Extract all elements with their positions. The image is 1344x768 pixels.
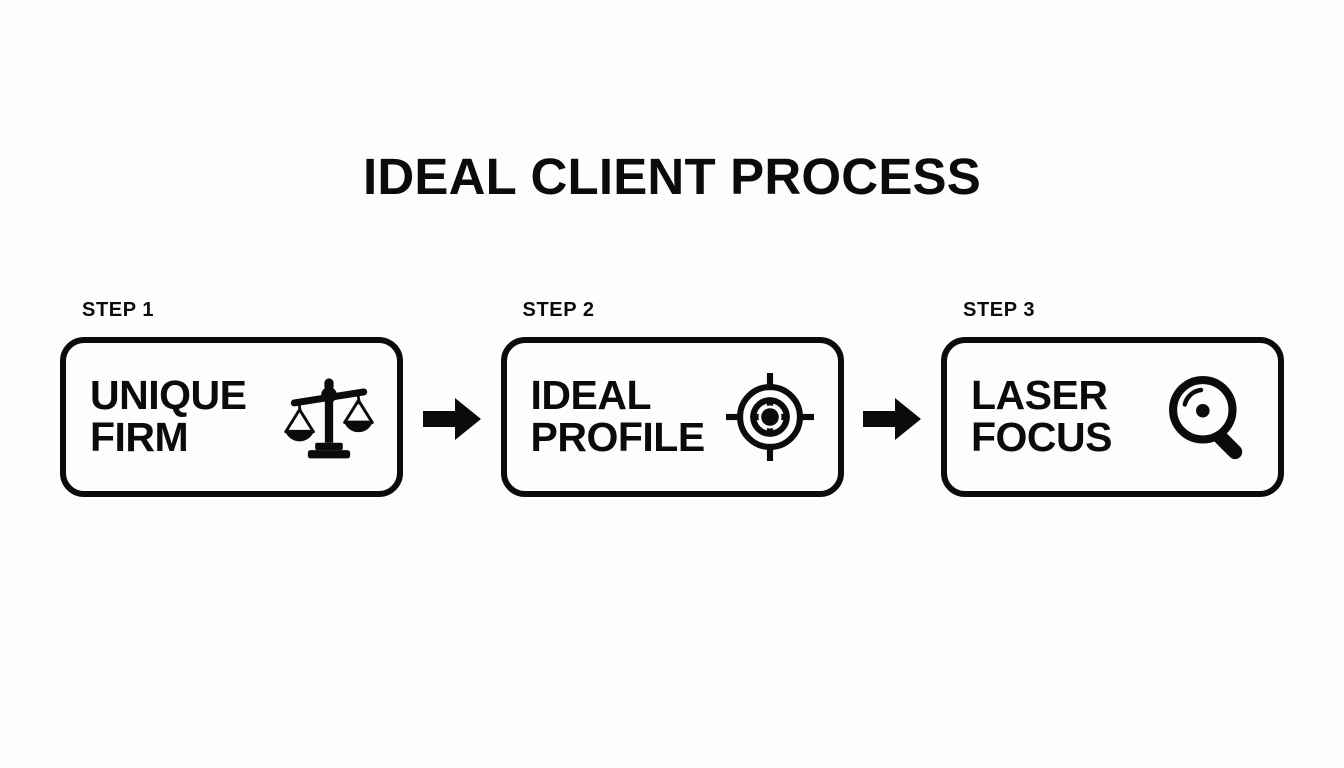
flow-connector-1 bbox=[415, 300, 489, 500]
magnifying-glass-icon bbox=[1164, 371, 1256, 463]
step-card-2-line1: IDEAL bbox=[530, 372, 652, 419]
process-step-2: STEP 2 IDEAL PROFILE bbox=[500, 299, 844, 500]
process-step-1: STEP 1 UNIQUE FIRM bbox=[60, 300, 403, 500]
step-card-3[interactable]: LASER FOCUS bbox=[941, 337, 1284, 497]
step-card-1-line1: UNIQUE bbox=[90, 372, 247, 419]
step-card-3-line1: LASER bbox=[971, 372, 1108, 419]
step-label-2: STEP 2 bbox=[522, 299, 595, 321]
page-title: IDEAL CLIENT PROCESS bbox=[363, 148, 981, 205]
step-card-3-line2: FOCUS bbox=[971, 414, 1113, 460]
step-card-3-text: LASER FOCUS bbox=[971, 372, 1113, 460]
step-card-2-text: IDEAL PROFILE bbox=[530, 372, 706, 460]
step-card-2-line2: PROFILE bbox=[530, 414, 706, 460]
crosshair-target-icon bbox=[724, 371, 816, 463]
step-card-1-line2: FIRM bbox=[90, 414, 189, 460]
step-label-1: STEP 1 bbox=[82, 299, 155, 321]
process-flow: STEP 1 UNIQUE FIRM bbox=[60, 300, 1284, 500]
step-card-2[interactable]: IDEAL PROFILE bbox=[500, 337, 844, 497]
arrow-right-icon bbox=[422, 397, 481, 440]
process-step-3: STEP 3 LASER FOCUS bbox=[941, 300, 1284, 500]
step-card-1[interactable]: UNIQUE FIRM bbox=[60, 337, 403, 497]
arrow-right-icon bbox=[863, 397, 922, 440]
step-card-1-text: UNIQUE FIRM bbox=[90, 372, 247, 460]
step-label-3: STEP 3 bbox=[963, 299, 1036, 321]
balance-scales-icon bbox=[283, 371, 375, 463]
flow-connector-2 bbox=[855, 300, 929, 500]
